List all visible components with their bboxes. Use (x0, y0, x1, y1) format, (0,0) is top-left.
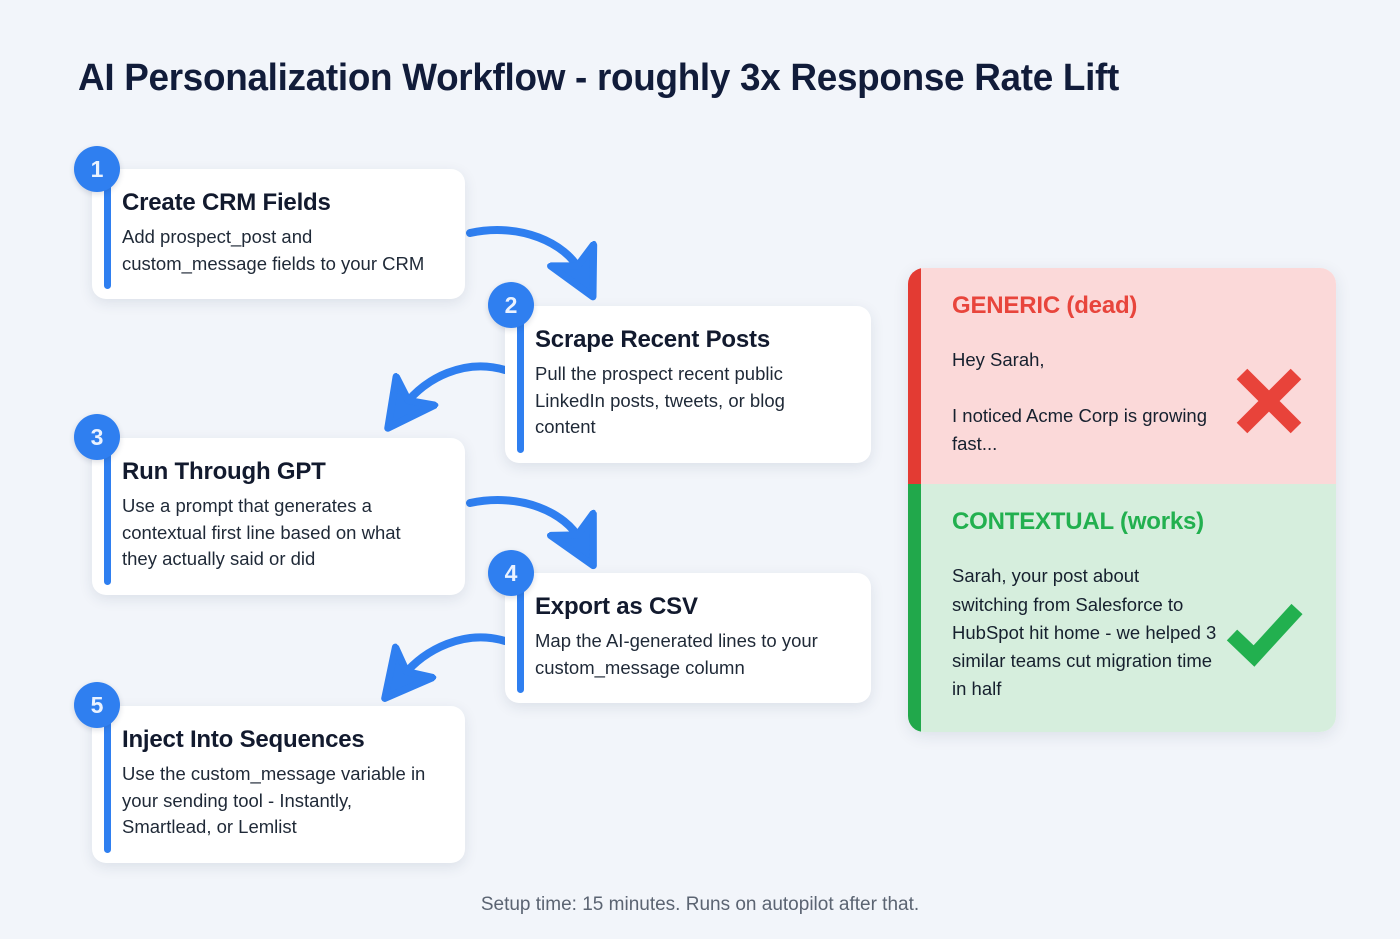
step-accent-bar-2 (517, 316, 524, 453)
step-badge-5: 5 (74, 682, 120, 728)
step-description-2: Pull the prospect recent public LinkedIn… (535, 363, 785, 438)
step-description-3: Use a prompt that generates a contextual… (122, 495, 401, 570)
step-accent-bar-4 (517, 583, 524, 694)
step-card-4[interactable]: Export as CSV Map the AI-generated lines… (505, 573, 871, 704)
arrow-step2-to-step3 (405, 362, 509, 405)
step-title-3: Run Through GPT (122, 458, 326, 485)
step-badge-4: 4 (488, 550, 534, 596)
step-title-1: Create CRM Fields (122, 189, 331, 216)
step-card-2[interactable]: Scrape Recent Posts Pull the prospect re… (505, 306, 871, 463)
arrow-step1-to-step2 (466, 226, 580, 271)
step-title-5: Inject Into Sequences (122, 726, 365, 753)
check-icon (1226, 604, 1303, 668)
step-badge-2: 2 (488, 282, 534, 328)
generic-message-text: Hey Sarah, I noticed Acme Corp is growin… (952, 349, 1208, 455)
step-card-1[interactable]: Create CRM Fields Add prospect_post and … (92, 169, 465, 300)
step-accent-bar-5 (104, 716, 111, 853)
arrow-step4-to-step5 (403, 633, 509, 676)
step-title-4: Export as CSV (535, 593, 698, 620)
comparison-panel: GENERIC (dead) Hey Sarah, I noticed Acme… (908, 268, 1336, 733)
step-accent-bar-3 (104, 448, 111, 585)
footer-note: Setup time: 15 minutes. Runs on autopilo… (480, 894, 920, 915)
cross-icon (1236, 368, 1302, 434)
contextual-heading: CONTEXTUAL (works) (952, 508, 1204, 536)
step-card-5[interactable]: Inject Into Sequences Use the custom_mes… (92, 706, 465, 863)
step-title-2: Scrape Recent Posts (535, 326, 770, 353)
generic-accent-bar (908, 268, 921, 485)
generic-heading: GENERIC (dead) (952, 292, 1138, 319)
page-title: AI Personalization Workflow - roughly 3x… (78, 57, 1120, 99)
generic-example-section: GENERIC (dead) Hey Sarah, I noticed Acme… (908, 268, 1336, 485)
step-description-4: Map the AI-generated lines to your custo… (535, 630, 818, 678)
step-card-3[interactable]: Run Through GPT Use a prompt that genera… (92, 438, 465, 595)
step-badge-1: 1 (74, 146, 120, 192)
arrow-step3-to-step4 (466, 496, 580, 540)
contextual-accent-bar (908, 484, 921, 733)
step-accent-bar-1 (104, 179, 111, 290)
contextual-example-section: CONTEXTUAL (works) Sarah, your post abou… (908, 484, 1336, 733)
contextual-message-text: Sarah, your post about switching from Sa… (952, 565, 1217, 699)
step-badge-3: 3 (74, 414, 120, 460)
step-description-5: Use the custom_message variable in your … (122, 763, 426, 838)
step-description-1: Add prospect_post and custom_message fie… (122, 226, 425, 274)
